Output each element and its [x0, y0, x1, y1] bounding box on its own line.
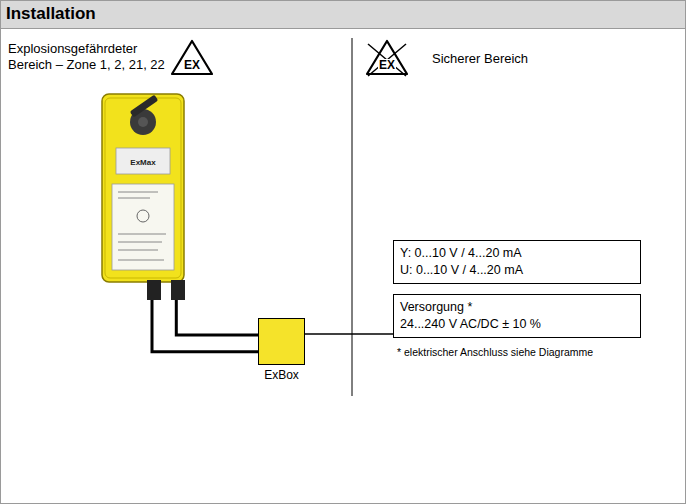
ex-warning-triangle [172, 41, 212, 74]
signal-box: Versorgung *24...240 V AC/DC ± 10 % [393, 294, 641, 338]
exbox-label: ExBox [258, 368, 305, 382]
box-text: 24...240 V AC/DC ± 10 % [400, 316, 634, 333]
page-title: Installation [6, 4, 96, 24]
actuator-device: ExMax [98, 92, 188, 300]
ex-symbol-text: EX [183, 59, 201, 71]
cable-line [152, 300, 258, 352]
zone-label: Explosionsgefährdeter Bereich – Zone 1, … [8, 41, 168, 73]
box-text: Versorgung * [400, 299, 634, 316]
zone-divider [352, 38, 353, 396]
zone-label: Sicherer Bereich [432, 51, 528, 66]
cable-line [305, 333, 393, 335]
box-text: U: 0...10 V / 4...20 mA [400, 262, 634, 279]
cable-line [176, 300, 258, 335]
ex-crossed-triangle [367, 41, 407, 76]
exbox-square [258, 318, 305, 365]
footnote: * elektrischer Anschluss siehe Diagramme [397, 346, 593, 358]
ex-symbol-text: EX [378, 59, 396, 71]
signal-box: Y: 0...10 V / 4...20 mAU: 0...10 V / 4..… [393, 240, 641, 284]
exbox-node: ExBox [258, 318, 305, 382]
header-bar [1, 1, 685, 29]
device-name: ExMax [98, 158, 188, 167]
actuator-drawing [98, 92, 188, 300]
box-text: Y: 0...10 V / 4...20 mA [400, 245, 634, 262]
